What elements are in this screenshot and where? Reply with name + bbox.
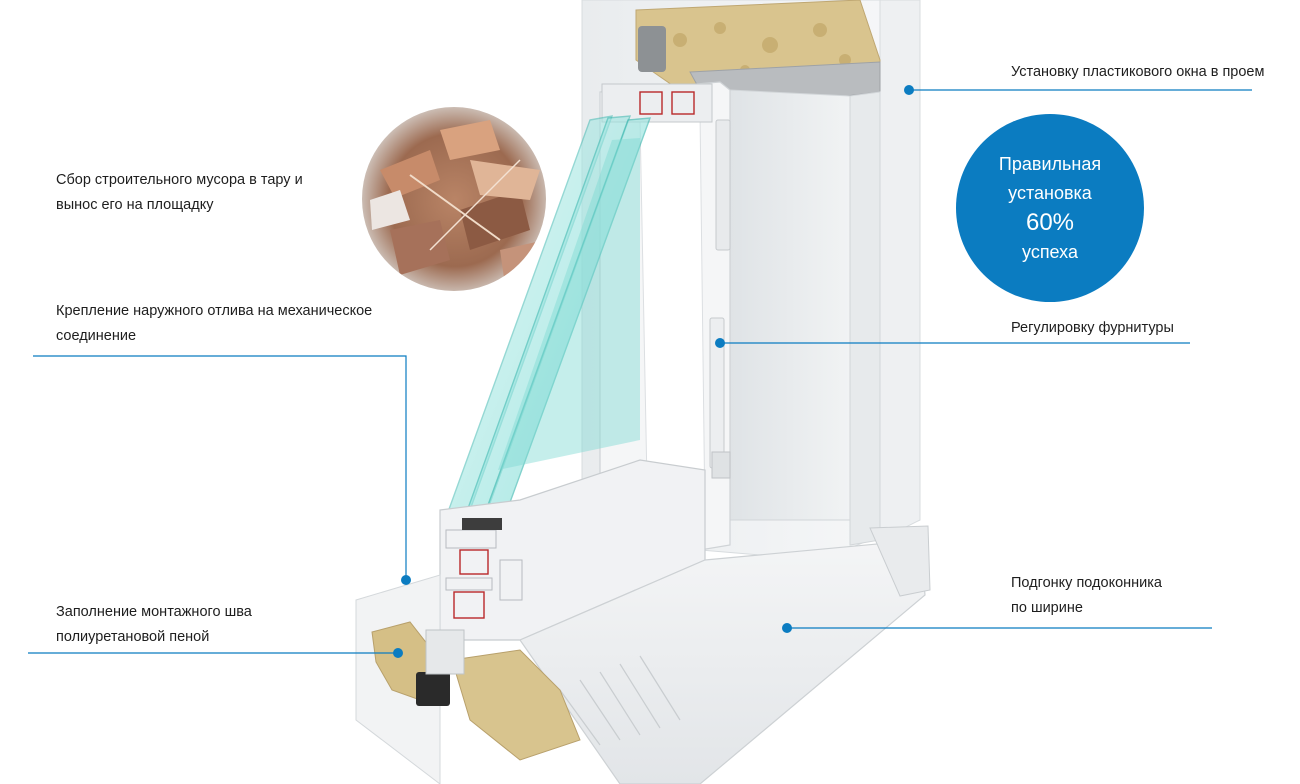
callout-drip-edge-line-2: соединение <box>56 328 137 344</box>
callout-debris-line-1: Сбор строительного мусора в тару и <box>56 172 303 188</box>
dot-windowsill <box>782 623 792 633</box>
callout-installation-line-1: Установку пластикового окна в проем <box>1011 64 1265 80</box>
windowsill-end-cap <box>869 525 931 597</box>
dot-drip-edge <box>401 575 411 585</box>
badge-line-2: установка <box>1008 182 1092 203</box>
callout-debris-line-2: вынос его на площадку <box>56 197 214 213</box>
frame-profile-top <box>601 83 713 123</box>
callout-hardware-line-1: Регулировку фурнитуры <box>1011 320 1174 336</box>
dot-foam <box>393 648 403 658</box>
debris-photo-frame <box>360 105 548 293</box>
insulation-texture <box>673 22 851 75</box>
callout-drip-edge: Крепление наружного отлива на механическ… <box>56 299 372 349</box>
steel-reinforcement-top <box>639 91 695 115</box>
base-profile <box>425 629 465 675</box>
badge-percent: 60% <box>1025 208 1075 236</box>
hardware-cover <box>711 451 731 479</box>
success-badge: Правильная установка 60% успеха <box>956 114 1144 302</box>
drain-fitting <box>416 672 450 706</box>
callout-windowsill-line-2: по ширине <box>1011 600 1083 616</box>
dot-installation <box>904 85 914 95</box>
callout-foam: Заполнение монтажного шва полиуретановой… <box>56 600 252 650</box>
callout-hardware: Регулировку фурнитуры <box>1011 316 1174 341</box>
callout-debris: Сбор строительного мусора в тару и вынос… <box>56 168 303 218</box>
glazing-gasket <box>462 518 502 530</box>
callout-dots <box>393 85 914 658</box>
callout-lines <box>28 89 1252 654</box>
callout-installation: Установку пластикового окна в проем <box>1011 60 1264 85</box>
callout-drip-edge-line-1: Крепление наружного отлива на механическ… <box>56 303 373 319</box>
callout-foam-line-1: Заполнение монтажного шва <box>56 604 252 620</box>
badge-line-4: успеха <box>1022 241 1078 262</box>
steel-reinforcement-bottom <box>453 549 489 619</box>
badge-line-1: Правильная <box>998 153 1102 174</box>
windowsill-ribs <box>559 655 681 746</box>
reveal-edge <box>849 91 881 546</box>
callout-foam-line-2: полиуретановой пеной <box>56 629 210 645</box>
callout-windowsill: Подгонку подоконника по ширине <box>1011 571 1162 621</box>
side-reveal <box>729 89 851 521</box>
glass-tint <box>498 138 640 470</box>
wall-edge <box>879 0 921 541</box>
windowsill-board <box>519 539 926 784</box>
foam-right <box>451 649 581 761</box>
callout-windowsill-line-1: Подгонку подоконника <box>1011 575 1162 591</box>
dot-hardware <box>715 338 725 348</box>
hinge-upper <box>715 119 731 251</box>
leader-drip-edge <box>33 355 407 580</box>
seal-block <box>638 26 666 72</box>
